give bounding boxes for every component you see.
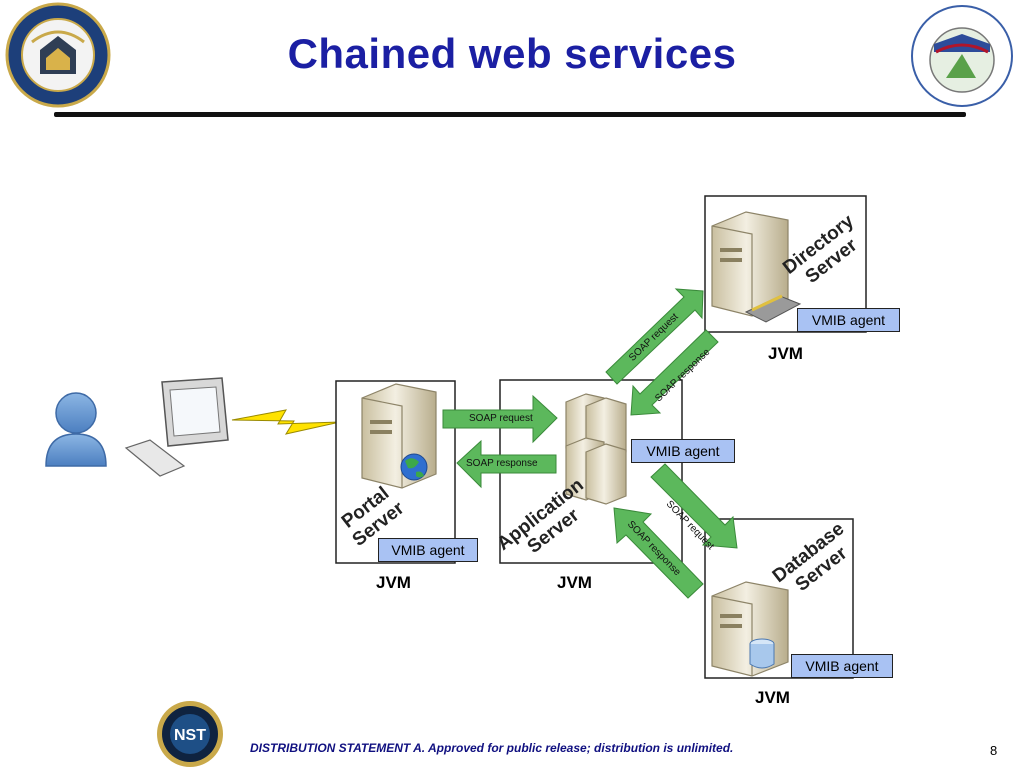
nst-logo: NST — [156, 700, 224, 768]
database-jvm-label: JVM — [755, 688, 790, 707]
lightning-bolt-icon — [231, 409, 341, 435]
header-divider — [54, 112, 966, 117]
page-number: 8 — [990, 743, 998, 758]
globe-icon — [400, 453, 428, 481]
application-server-icon — [565, 393, 627, 505]
directory-jvm-label: JVM — [768, 344, 803, 363]
database-soap-request-arrow — [650, 463, 738, 549]
database-vmib-agent-badge: VMIB agent — [791, 654, 893, 678]
directory-soap-response-arrow — [630, 329, 719, 416]
directory-soap-request-arrow — [605, 288, 704, 385]
application-vmib-agent-badge: VMIB agent — [631, 439, 735, 463]
application-jvm-label: JVM — [557, 573, 592, 592]
distribution-statement: DISTRIBUTION STATEMENT A. Approved for p… — [250, 741, 734, 755]
page-title: Chained web services — [287, 30, 737, 77]
database-server-icon — [711, 581, 789, 677]
portal-soap-request-label: SOAP request — [469, 413, 533, 424]
portal-soap-response-arrow — [456, 439, 557, 489]
database-soap-response-arrow — [613, 507, 704, 599]
portal-soap-response-label: SOAP response — [466, 458, 538, 469]
right-seal-logo — [906, 4, 1018, 108]
left-seal-logo — [2, 2, 114, 108]
nst-logo-text: NST — [174, 727, 206, 744]
user-icon — [45, 392, 107, 467]
portal-vmib-agent-badge: VMIB agent — [378, 538, 478, 562]
directory-vmib-agent-badge: VMIB agent — [797, 308, 900, 332]
portal-soap-request-arrow — [442, 394, 558, 444]
portal-jvm-label: JVM — [376, 573, 411, 592]
directory-server-icon — [711, 211, 802, 323]
client-computer-icon — [124, 377, 229, 477]
